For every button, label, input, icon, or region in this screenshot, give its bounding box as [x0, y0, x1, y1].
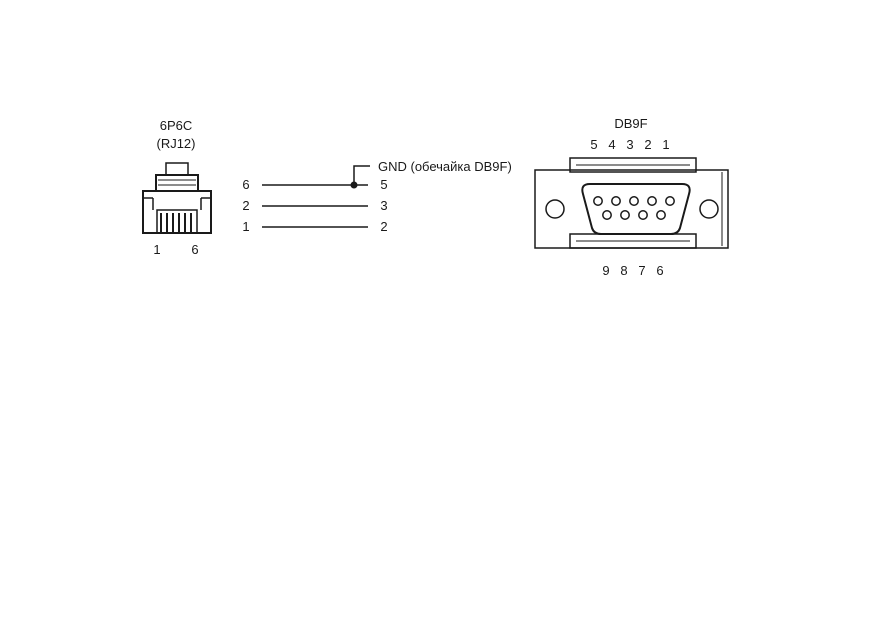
connection-to-label: 3	[380, 198, 387, 213]
db9-pin-hole	[665, 196, 675, 206]
db9-pin-label: 1	[662, 137, 669, 152]
rj12-connector: 6P6C (RJ12) 1 6	[142, 118, 212, 257]
wiring: GND (обечайка DB9F) 6 5 2 3 1 2	[242, 159, 511, 234]
db9-pin-hole	[620, 210, 630, 220]
db9-pin-label: 9	[602, 263, 609, 278]
rj12-pin-first-label: 1	[153, 242, 160, 257]
db9-connector: DB9F 5 4 3 2 1	[534, 116, 729, 278]
gnd-lead	[353, 165, 370, 185]
db9-pin-hole	[611, 196, 621, 206]
db9-pin-hole	[638, 210, 648, 220]
connection-from-label: 6	[242, 177, 249, 192]
db9-pin-label: 5	[590, 137, 597, 152]
rj12-title: 6P6C	[160, 118, 193, 133]
connection-row: 6 5	[242, 177, 387, 192]
db9-pin-hole	[656, 210, 666, 220]
db9-d-shell	[581, 183, 691, 235]
db9-pin-label: 6	[656, 263, 663, 278]
connection-from-label: 1	[242, 219, 249, 234]
gnd-label: GND (обечайка DB9F)	[378, 159, 512, 174]
db9-pin-hole	[647, 196, 657, 206]
db9-mounting-hole	[699, 199, 719, 219]
connection-row: 1 2	[242, 219, 387, 234]
connection-from-label: 2	[242, 198, 249, 213]
db9-pin-label: 2	[644, 137, 651, 152]
connection-to-label: 2	[380, 219, 387, 234]
db9-pin-label: 8	[620, 263, 627, 278]
rj12-subtitle: (RJ12)	[156, 136, 195, 151]
db9-pin-label: 7	[638, 263, 645, 278]
db9-pin-label: 3	[626, 137, 633, 152]
connection-row: 2 3	[242, 198, 387, 213]
db9-pin-label: 4	[608, 137, 615, 152]
db9-socket-drawing	[534, 157, 729, 249]
db9-title: DB9F	[614, 116, 647, 131]
db9-mounting-hole	[545, 199, 565, 219]
connection-to-label: 5	[380, 177, 387, 192]
rj12-pin-last-label: 6	[191, 242, 198, 257]
db9-pin-hole	[629, 196, 639, 206]
rj12-plug-drawing	[142, 162, 212, 234]
db9-pin-hole	[593, 196, 603, 206]
db9-pin-hole	[602, 210, 612, 220]
